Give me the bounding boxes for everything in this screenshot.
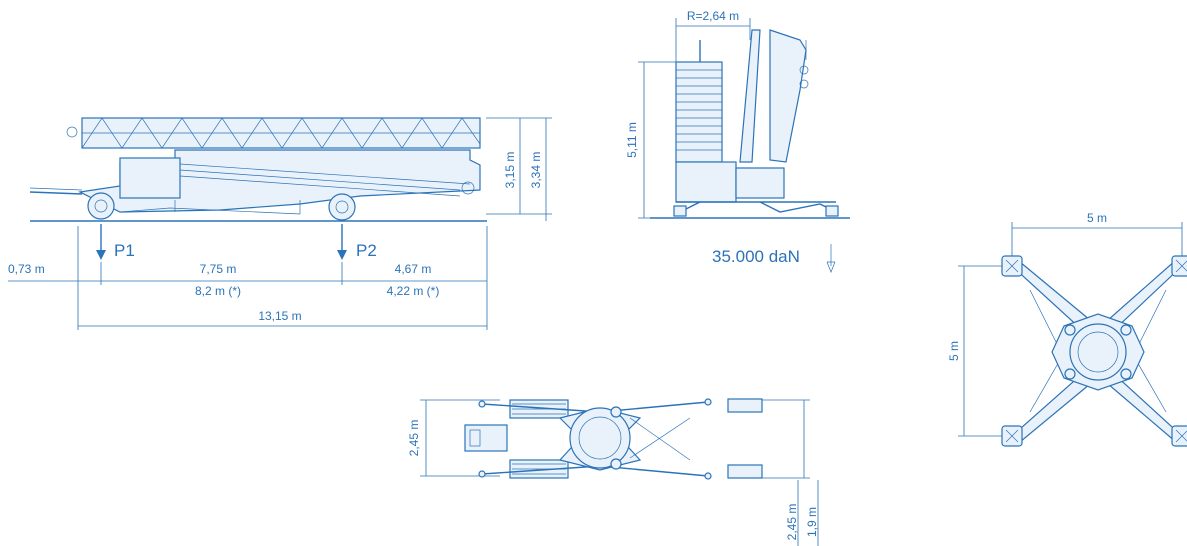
wheelbase-alt-label: 8,2 m (*)	[195, 284, 241, 298]
mast-right	[769, 29, 807, 163]
height-crane-label: 3,15 m	[503, 152, 517, 189]
erected-height-label: 5,11 m	[625, 122, 639, 158]
load-point-p1: P1	[114, 241, 135, 260]
base-length-label: 5 m	[947, 341, 961, 361]
transport-plan-view: 2,45 m 2,45 m 1,9 m	[407, 398, 819, 546]
erected-tower	[675, 161, 737, 203]
transport-width-alt-2-label: 1,9 m	[805, 507, 819, 537]
erected-view: R=2,64 m 5,11 m 35.000 daN	[625, 9, 850, 273]
base-plan-view: 5 m 5 m	[947, 211, 1187, 447]
erected-ballast	[735, 167, 785, 199]
tower-section	[119, 157, 181, 199]
jib-bracing	[81, 117, 481, 149]
wheelbase-label: 7,75 m	[200, 262, 237, 276]
height-total-label: 3,34 m	[529, 152, 543, 189]
outrigger-bottom-right	[1107, 373, 1183, 443]
mast-drum-stack	[675, 61, 723, 163]
base-slewing-ring	[1069, 323, 1127, 381]
side-view: P1 P2 0,73 m 7,75 m 8,2 m (*) 4,67 m 4,2…	[8, 117, 552, 330]
transport-width-alt-1-label: 2,45 m	[785, 504, 799, 541]
base-width-label: 5 m	[1087, 211, 1107, 225]
front-overhang-label: 0,73 m	[8, 262, 45, 276]
weight-label: 35.000 daN	[712, 247, 800, 266]
drawbar	[29, 191, 83, 195]
rear-wheel	[328, 193, 356, 221]
erected-outriggers	[676, 201, 837, 213]
outrigger-top-left	[1010, 261, 1091, 331]
load-point-p2: P2	[356, 241, 377, 260]
pad-top	[727, 398, 763, 413]
rear-overhang-label: 4,67 m	[395, 262, 432, 276]
outrigger-top-right	[1107, 259, 1183, 331]
base-pad-tr	[1171, 255, 1187, 277]
radius-label: R=2,64 m	[687, 9, 739, 23]
outrigger-bottom-left	[1011, 373, 1091, 443]
total-length-label: 13,15 m	[258, 309, 301, 323]
pad-bottom	[727, 464, 763, 479]
weight-arrow-icon	[826, 244, 836, 273]
transport-head	[464, 424, 508, 452]
front-wheel	[87, 192, 115, 220]
rear-overhang-alt-label: 4,22 m (*)	[387, 284, 440, 298]
base-pad-br	[1171, 425, 1187, 447]
transport-width-label: 2,45 m	[407, 420, 421, 457]
mast-left	[739, 29, 761, 163]
